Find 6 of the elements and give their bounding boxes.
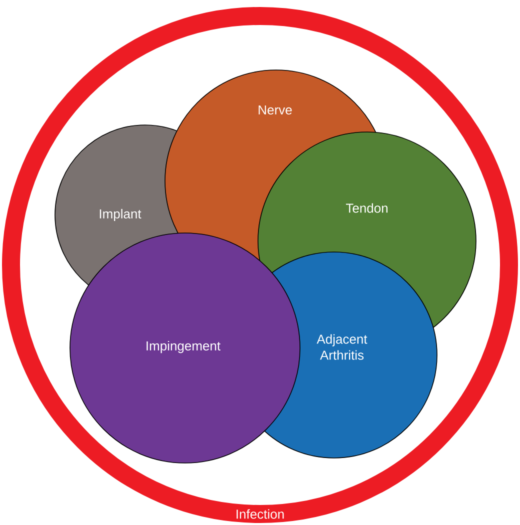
circle-label: Implant [100,208,142,222]
circle-label: Infection [236,509,284,519]
circle-label: Nerve [258,105,292,115]
circle-label: Adjacent Arthritis [316,334,368,360]
circle-label: Tendon [346,203,388,213]
circle-label: Impingement [146,340,220,354]
